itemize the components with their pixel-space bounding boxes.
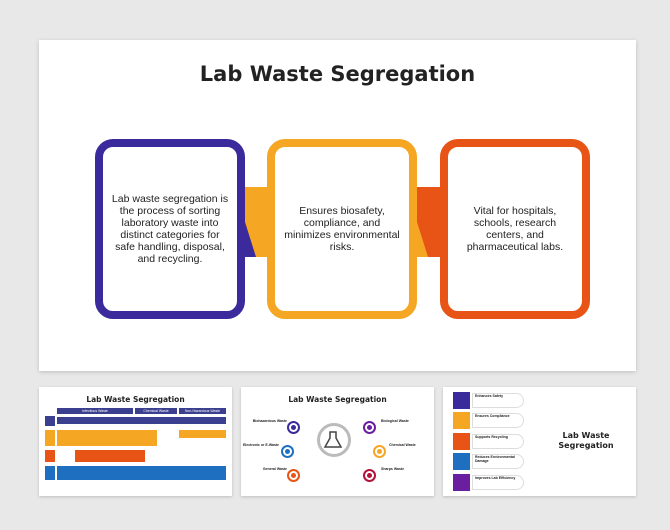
slide-thumbnail-2[interactable]: Lab Waste Segregation Biohazardous Waste… [241,387,434,496]
table-header: Chemical Waste [135,408,177,414]
item-label: Electronic or E-Waste [242,443,279,447]
thumbnail-title: Lab Waste Segregation [288,395,387,404]
item-label: Sharps Waste [381,467,405,471]
shield-icon [453,392,470,409]
item-marker [373,445,386,458]
item-label: General Waste [262,467,287,471]
card-text: Ensures biosafety, compliance, and minim… [284,205,400,253]
slide-thumbnail-3[interactable]: Enhances Safety Ensures Compliance Suppo… [443,387,636,496]
list-item: Reduces Environmental Damage [453,453,527,470]
main-slide[interactable]: Lab Waste Segregation Lab waste segregat… [39,40,636,371]
item-marker [287,469,300,482]
table-row [179,430,226,438]
table-row [57,466,226,480]
item-marker [363,421,376,434]
table-row [57,417,226,424]
item-marker [281,445,294,458]
table-header: Non-Hazardous Waste [179,408,226,414]
table-row [57,430,157,446]
list-item: Enhances Safety [453,392,527,409]
card-text: Vital for hospitals, schools, research c… [466,205,564,253]
item-label: Chemical Waste [389,443,416,447]
item-marker [287,421,300,434]
leaf-icon [453,453,470,470]
list-item: Improves Lab Efficiency [453,474,527,491]
list-item: Ensures Compliance [453,412,527,429]
slide-thumbnail-1[interactable]: Lab Waste Segregation Infectious Waste C… [39,387,232,496]
info-card-definition: Lab waste segregation is the process of … [95,139,245,319]
row-label [45,450,55,462]
table-header: Infectious Waste [57,408,133,414]
item-marker [363,469,376,482]
info-card-benefits: Ensures biosafety, compliance, and minim… [267,139,417,319]
slide-title: Lab Waste Segregation [199,62,476,86]
item-label: Biohazardous Waste [252,419,287,423]
flask-icon [317,423,351,457]
item-label: Biological Waste [381,419,409,423]
row-label [45,466,55,480]
thumbnail-title: Lab Waste Segregation [86,395,185,404]
recycle-icon [453,433,470,450]
list-item: Supports Recycling [453,433,527,450]
document-icon [453,412,470,429]
thumbnail-title: Lab Waste Segregation [558,431,614,450]
row-label [45,416,55,426]
info-card-applications: Vital for hospitals, schools, research c… [440,139,590,319]
row-label [45,430,55,446]
table-row [75,450,145,462]
card-text: Lab waste segregation is the process of … [111,193,229,265]
flask-icon [453,474,470,491]
